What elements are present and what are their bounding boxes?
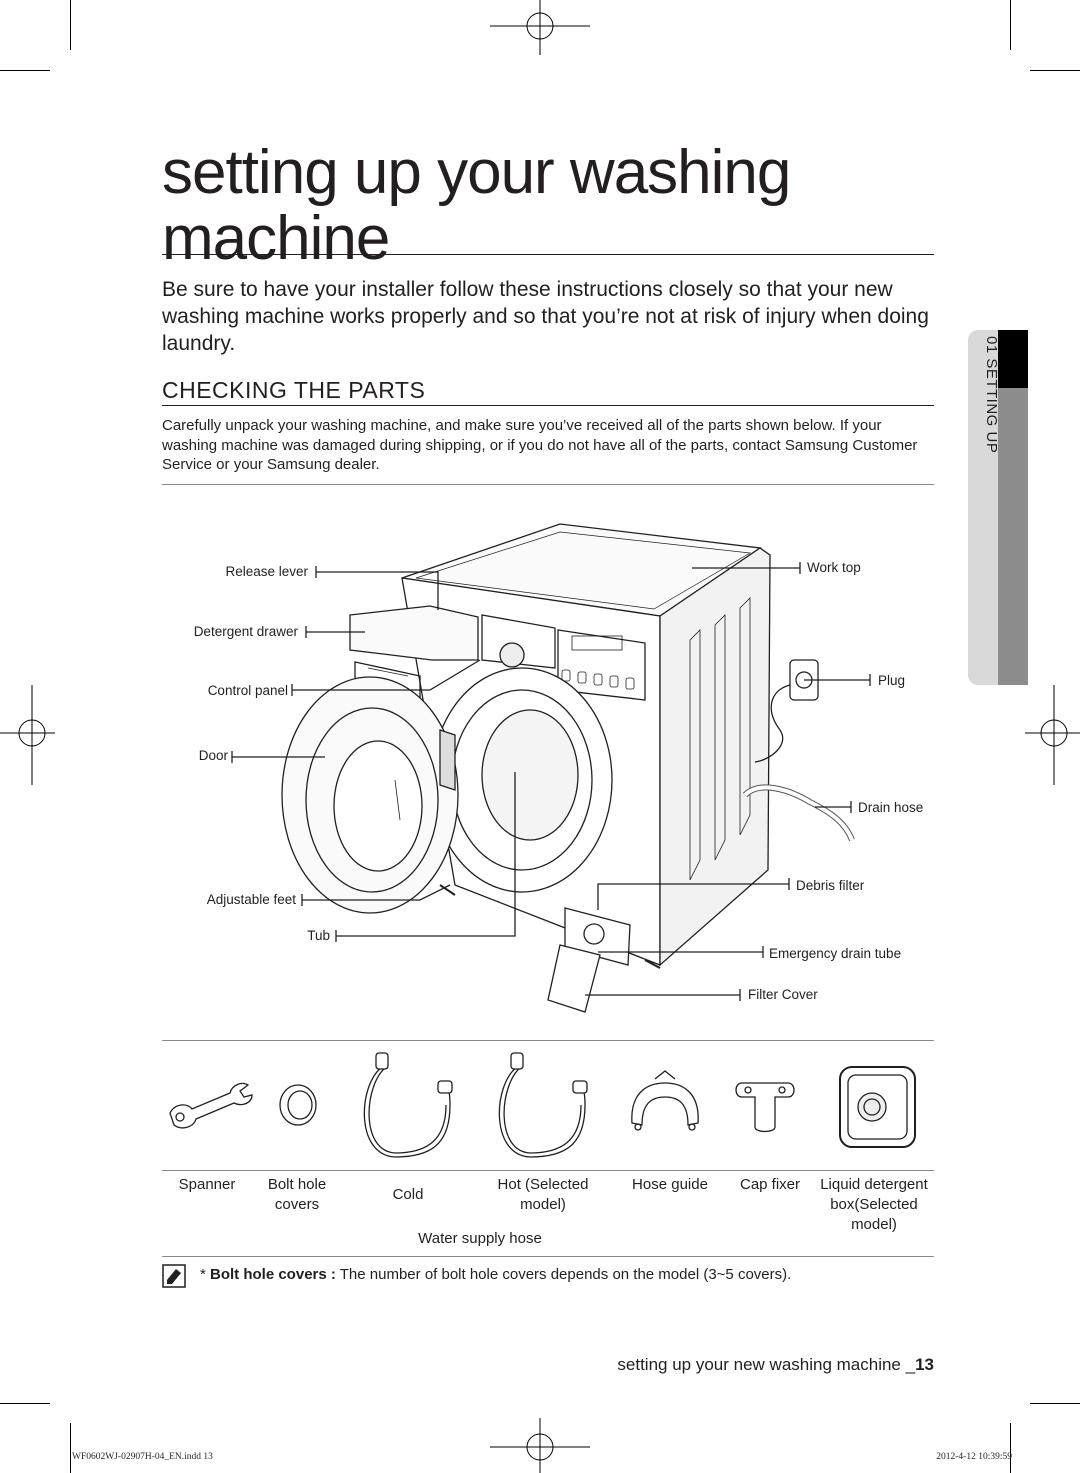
- label-hose-guide: Hose guide: [632, 1176, 708, 1193]
- note-bold: Bolt hole covers :: [210, 1266, 336, 1283]
- label-water-supply-hose: Water supply hose: [418, 1230, 542, 1247]
- spanner-icon: [169, 1082, 253, 1129]
- label-cold: Cold: [392, 1186, 424, 1203]
- chapter-tab-marker: [998, 330, 1028, 388]
- crop-mark: [1030, 1403, 1080, 1404]
- label-cap-fixer: Cap fixer: [739, 1176, 801, 1193]
- crop-mark: [1010, 0, 1011, 50]
- section-rule: [162, 405, 934, 406]
- registration-mark-top: [490, 0, 590, 55]
- callout-release-lever: Release lever: [225, 564, 308, 579]
- cold-hose-icon: [363, 1052, 453, 1158]
- callout-adjustable-feet: Adjustable feet: [206, 892, 296, 907]
- callout-debris-filter: Debris filter: [796, 878, 865, 893]
- callout-drain-hose: Drain hose: [858, 800, 924, 815]
- section-paragraph: Carefully unpack your washing machine, a…: [162, 417, 918, 473]
- callout-plug: Plug: [878, 673, 906, 688]
- print-date-info: 2012-4-12 10:39:59: [936, 1452, 1012, 1462]
- intro-text: Be sure to have your installer follow th…: [162, 278, 929, 355]
- label-spanner: Spanner: [178, 1176, 236, 1193]
- cap-fixer-icon: [735, 1082, 795, 1133]
- page-footer: setting up your new washing machine _13: [617, 1355, 934, 1375]
- accessories-bottom-rule: [162, 1256, 934, 1257]
- callout-control-panel: Control panel: [207, 683, 288, 698]
- callout-work-top: Work top: [807, 560, 861, 575]
- note-prefix: *: [200, 1266, 211, 1283]
- callout-door: Door: [198, 748, 228, 763]
- crop-mark: [70, 0, 71, 50]
- accessories-illustrations: [169, 1052, 916, 1158]
- crop-mark: [0, 70, 50, 71]
- callout-tub: Tub: [307, 928, 330, 943]
- note-text: * Bolt hole covers : The number of bolt …: [200, 1266, 791, 1283]
- registration-mark-bottom: [490, 1418, 590, 1473]
- callout-emergency-drain-tube: Emergency drain tube: [769, 946, 902, 961]
- chapter-tab-bar: [998, 388, 1028, 685]
- accessories-top-rule: [162, 1040, 934, 1041]
- section-heading: CHECKING THE PARTS: [162, 377, 426, 403]
- crop-mark: [1030, 70, 1080, 71]
- hose-guide-icon: [631, 1070, 699, 1131]
- footer-text: setting up your new washing machine _: [617, 1355, 916, 1374]
- crop-mark: [1010, 1423, 1011, 1473]
- bolt-hole-cover-icon: [279, 1084, 317, 1126]
- label-liquid-detergent-box: Liquid detergent box(Selected model): [820, 1176, 928, 1233]
- title-rule: [162, 254, 934, 255]
- note-body: The number of bolt hole covers depends o…: [335, 1266, 792, 1283]
- crop-mark: [70, 1423, 71, 1473]
- page-number: 13: [915, 1355, 934, 1374]
- callout-detergent-drawer: Detergent drawer: [193, 624, 298, 639]
- print-file-info: WF0602WJ-02907H-04_EN.indd 13: [72, 1452, 213, 1462]
- note-icon: [162, 1264, 186, 1288]
- crop-mark: [0, 1403, 50, 1404]
- accessories-middle-rule: [162, 1170, 934, 1171]
- page-title: setting up your washing machine: [162, 138, 791, 273]
- registration-mark-left: [0, 685, 55, 785]
- paragraph-rule: [162, 484, 934, 485]
- detergent-box-icon: [839, 1066, 916, 1148]
- label-hot-selected-model: Hot (Selected model): [497, 1176, 589, 1213]
- hot-hose-icon: [498, 1052, 588, 1158]
- label-bolt-hole-covers: Bolt hole covers: [267, 1176, 327, 1213]
- chapter-tab-label: 01 SETTING UP: [983, 336, 1000, 454]
- registration-mark-right: [1025, 685, 1080, 785]
- callout-filter-cover: Filter Cover: [748, 987, 818, 1002]
